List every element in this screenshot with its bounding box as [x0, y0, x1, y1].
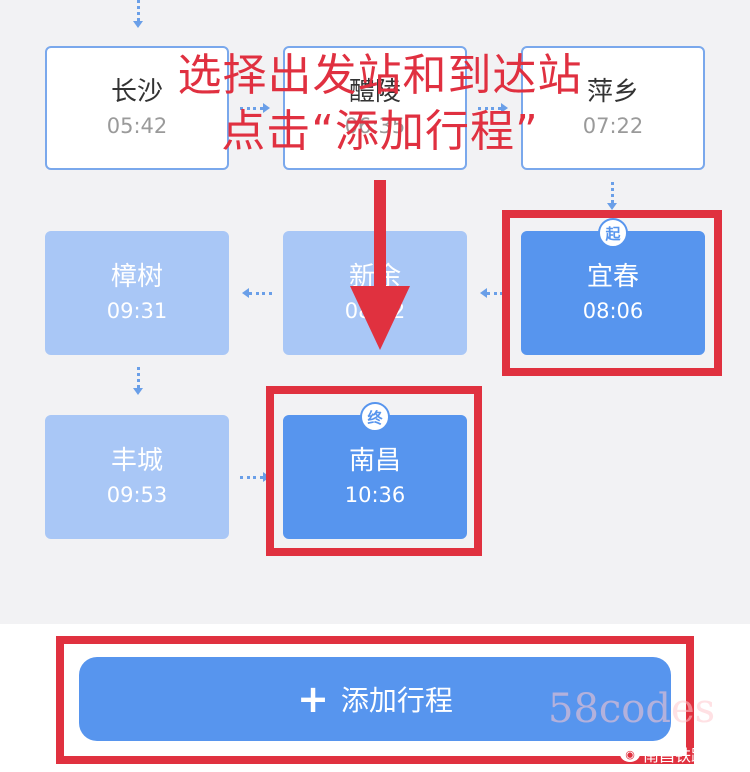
highlight-box-button [56, 636, 694, 764]
station-time: 09:53 [106, 483, 168, 507]
annotation-line-2: 点击“添加行程” [221, 106, 539, 157]
add-trip-label: 添加行程 [340, 684, 453, 717]
annotation-line-1: 选择出发站和到达站 [177, 50, 583, 101]
weibo-tag: ◉ 南昌铁路 [620, 742, 707, 766]
station-zhangshu[interactable]: 樟树 09:31 [45, 231, 229, 355]
weibo-account: 南昌铁路 [643, 746, 708, 765]
station-time: 05:42 [106, 114, 168, 138]
connector-arrow [478, 103, 508, 113]
station-time: 08:06 [582, 299, 644, 323]
station-liling[interactable]: 醴陵 06:35 [283, 46, 467, 170]
highlight-box-start [502, 210, 722, 376]
plus-icon: + [297, 677, 329, 721]
route-map: 长沙 05:42 醴陵 06:35 萍乡 07:22 樟树 09:31 新余 0… [0, 0, 750, 624]
station-time: 10:36 [344, 483, 406, 507]
station-name: 宜春 [586, 262, 639, 292]
connector-arrow [133, 367, 143, 395]
station-time: 09:31 [106, 299, 168, 323]
station-time: 07:22 [582, 114, 644, 138]
weibo-icon: ◉ [620, 746, 640, 762]
end-badge: 终 [360, 402, 390, 432]
connector-arrow [240, 103, 270, 113]
station-changsha[interactable]: 长沙 05:42 [45, 46, 229, 170]
station-fengcheng[interactable]: 丰城 09:53 [45, 415, 229, 539]
connector-arrow [242, 288, 272, 298]
connector-arrow [480, 288, 510, 298]
connector-arrow [607, 182, 617, 210]
highlight-box-end [266, 386, 482, 556]
connector-arrow [133, 0, 143, 28]
station-pingxiang[interactable]: 萍乡 07:22 [521, 46, 705, 170]
station-name: 丰城 [110, 446, 163, 476]
station-yichun[interactable]: 起 宜春 08:06 [521, 218, 705, 355]
station-nanchang[interactable]: 终 南昌 10:36 [283, 402, 467, 539]
station-name: 樟树 [110, 262, 163, 292]
watermark: 58codes [548, 686, 716, 732]
annotation-arrow-icon [350, 180, 410, 350]
annotation-text: 选择出发站和到达站 点击“添加行程” [110, 48, 650, 160]
station-name: 醴陵 [348, 77, 401, 107]
station-name: 南昌 [348, 446, 401, 476]
start-badge: 起 [598, 218, 628, 248]
station-time: 06:35 [344, 114, 406, 138]
add-trip-button[interactable]: + 添加行程 [79, 657, 671, 741]
station-name: 萍乡 [586, 77, 639, 107]
station-name: 长沙 [110, 77, 163, 107]
